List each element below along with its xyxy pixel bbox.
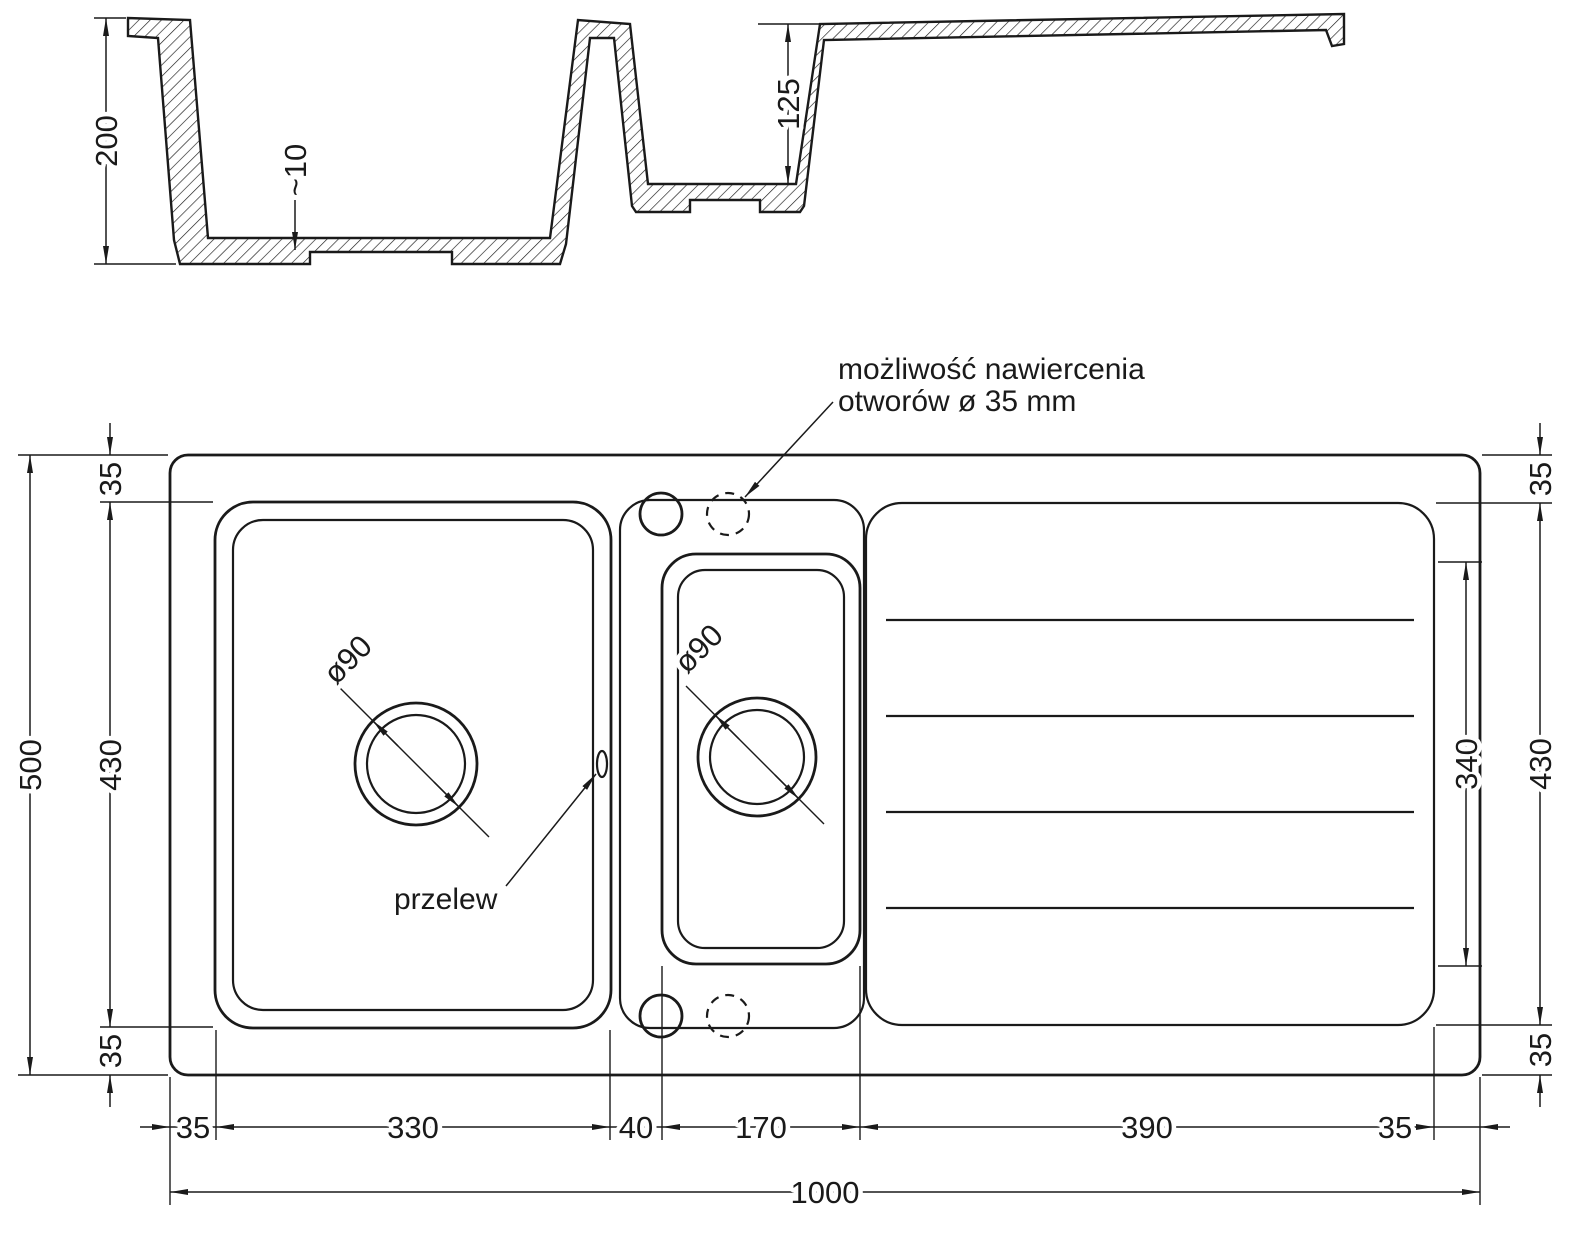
dim-overall-width: 1000 [791,1175,860,1210]
dim-divider-width: 40 [619,1110,653,1145]
main-drain: ø90 [312,624,490,838]
drainer-grooves [886,618,1414,910]
small-drain: ø90 [663,613,825,825]
dim-drainer-width: 390 [1121,1110,1173,1145]
dim-margin-top-left: 35 [93,462,128,496]
dim-small-bowl-width: 170 [735,1110,787,1145]
dim-main-drain-diameter: ø90 [316,628,379,691]
drill-note-line2: otworów ø 35 mm [838,385,1076,418]
plan-dimensions-bottom: 35 330 40 170 390 35 1000 [140,966,1510,1215]
dim-small-drain-diameter: ø90 [667,617,730,680]
plan-dimensions-left: 500 35 430 35 [9,423,213,1107]
dim-main-bowl-width: 330 [387,1110,439,1145]
overflow-slot [595,749,609,779]
faucet-hole-top [638,491,684,537]
overflow-label: przelew [394,883,498,916]
dim-bowl-length: 430 [93,739,128,791]
dim-drainer-length: 430 [1523,738,1558,790]
optional-hole-top [705,491,751,537]
faucet-hole-bottom [638,993,684,1039]
sink-outer-edge [168,453,1482,1077]
section-view: 200 ~10 125 [85,12,1346,266]
small-bowl-rim-inner [676,568,846,950]
optional-hole-bottom [705,993,751,1039]
dim-small-bowl-depth: 125 [771,78,806,130]
dim-margin-top-right: 35 [1523,462,1558,496]
dim-base-clearance: ~10 [278,144,313,197]
main-bowl-rim-inner [231,518,595,1012]
dim-margin-bottom-row-right: 35 [1378,1110,1412,1145]
drainer-boundary [864,501,1436,1027]
plan-view: ø90 ø90 przelew możliwość nawiercenia ot… [168,353,1482,1077]
section-dimensions: 200 ~10 125 [85,17,838,265]
sink-cross-section-body [126,12,1346,266]
drill-note-line1: możliwość nawiercenia [838,353,1145,386]
plan-dimensions-right: 35 430 35 340 [1436,423,1563,1107]
dim-overall-height: 500 [13,739,48,791]
main-bowl-rim-outer [213,500,613,1030]
dim-margin-bottom-row-left: 35 [176,1110,210,1145]
dim-total-depth: 200 [89,115,124,167]
dim-margin-bottom-right: 35 [1523,1033,1558,1067]
faucet-deck-boundary [618,498,866,1030]
drill-note: możliwość nawiercenia otworów ø 35 mm [744,353,1145,498]
small-bowl-rim-outer [660,552,862,966]
dim-groove-span: 340 [1449,738,1484,790]
dim-margin-bottom-left: 35 [93,1034,128,1068]
